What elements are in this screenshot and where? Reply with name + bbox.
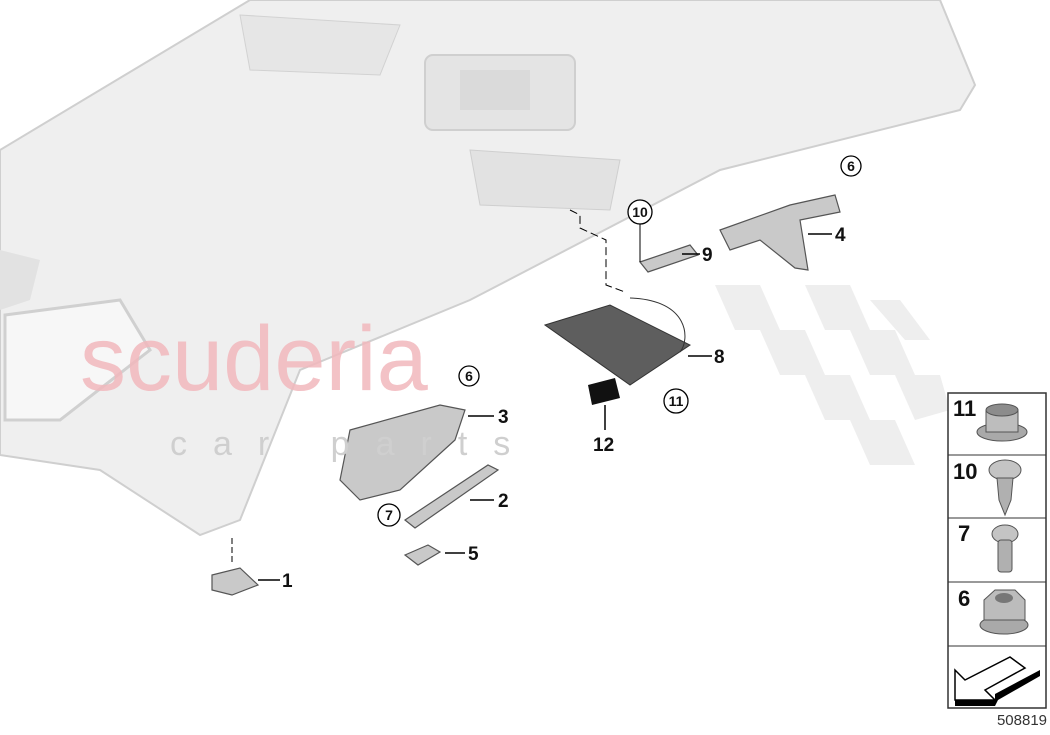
part-5-clip xyxy=(403,544,465,566)
legend-number-10: 10 xyxy=(953,459,977,484)
part-2-grab-handle xyxy=(403,464,500,529)
callout-3: 3 xyxy=(498,407,509,428)
bushing-icon xyxy=(976,403,1028,442)
callout-6-circle: 6 xyxy=(840,155,862,177)
callout-2: 2 xyxy=(498,491,509,512)
part-1 xyxy=(211,538,280,596)
arrow-left-down-icon xyxy=(954,656,1040,706)
part-3-bracket xyxy=(339,404,494,501)
part-4-bracket xyxy=(719,194,841,271)
torx-screw-short-icon xyxy=(991,524,1019,573)
callout-6-circle: 6 xyxy=(458,365,480,387)
svg-text:6: 6 xyxy=(465,368,473,384)
svg-text:7: 7 xyxy=(385,507,393,523)
callout-4: 4 xyxy=(835,225,846,246)
part-8-sunvisor-module xyxy=(543,297,712,386)
legend-number-6: 6 xyxy=(958,586,970,611)
callout-11-circle: 11 xyxy=(663,388,689,414)
callout-1: 1 xyxy=(282,571,293,592)
legend-panel: 11 10 7 6 xyxy=(947,392,1047,709)
part-12-pad xyxy=(588,378,620,430)
watermark-subtext: car parts xyxy=(170,425,536,463)
callout-7-circle: 7 xyxy=(377,503,401,527)
legend-number-11: 11 xyxy=(953,396,976,421)
callout-12: 12 xyxy=(593,435,614,456)
legend-number-7: 7 xyxy=(958,521,970,546)
callout-9: 9 xyxy=(702,245,713,266)
svg-text:10: 10 xyxy=(632,204,648,220)
checker-pattern xyxy=(715,285,950,465)
callout-5: 5 xyxy=(468,544,479,565)
callout-10-circle: 10 xyxy=(627,199,653,225)
headliner xyxy=(0,0,977,537)
svg-text:6: 6 xyxy=(847,158,855,174)
callout-8: 8 xyxy=(714,347,725,368)
torx-screw-long-icon xyxy=(988,459,1022,517)
part-9-bracket xyxy=(569,209,700,293)
watermark-text: scuderia xyxy=(80,308,429,410)
diagram-reference-number: 508819 xyxy=(997,712,1047,729)
svg-text:11: 11 xyxy=(669,393,684,409)
hex-nut-icon xyxy=(979,589,1029,635)
